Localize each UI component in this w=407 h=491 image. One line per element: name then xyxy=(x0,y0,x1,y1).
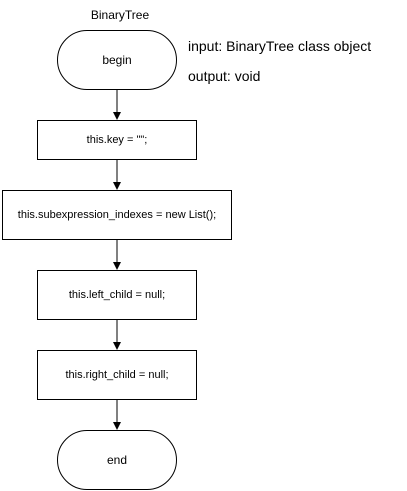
end-terminal: end xyxy=(57,430,177,490)
begin-terminal: begin xyxy=(57,30,177,90)
step-key-label: this.key = ""; xyxy=(86,134,148,146)
begin-label: begin xyxy=(102,53,132,67)
end-label: end xyxy=(106,453,128,467)
input-note: input: BinaryTree class object xyxy=(188,38,372,54)
step-key: this.key = ""; xyxy=(37,120,197,160)
step-left-child: this.left_child = null; xyxy=(37,270,197,320)
step-subexpression-indexes: this.subexpression_indexes = new List(); xyxy=(2,190,232,240)
step-right-child: this.right_child = null; xyxy=(37,350,197,400)
output-note: output: void xyxy=(188,68,261,84)
step-subexpression-indexes-label: this.subexpression_indexes = new List(); xyxy=(17,209,217,221)
diagram-title: BinaryTree xyxy=(90,8,150,22)
step-right-child-label: this.right_child = null; xyxy=(65,369,169,381)
step-left-child-label: this.left_child = null; xyxy=(68,289,166,301)
